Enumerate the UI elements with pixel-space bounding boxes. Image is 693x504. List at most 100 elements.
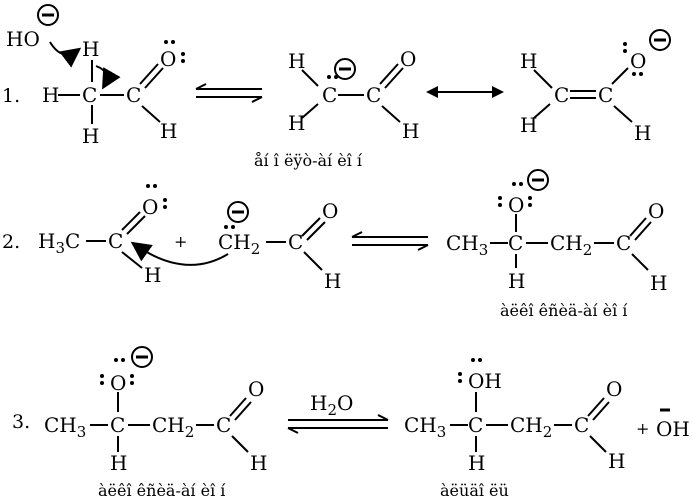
step3-c2: C — [216, 413, 231, 437]
lone-pair-dots — [623, 42, 643, 76]
step1-mid-h1: H — [288, 49, 305, 73]
step3-prod-h2: H — [608, 449, 625, 473]
step1-right-h1: H — [520, 49, 537, 73]
double-bond-line — [301, 217, 321, 237]
step1-right-oxygen: O — [630, 49, 646, 73]
step2-prod-c1: C — [508, 231, 523, 255]
step1-left-oxygen: O — [160, 47, 176, 71]
bond-line — [301, 103, 319, 119]
step3-ch2: CH2 — [152, 413, 194, 441]
double-bond-line — [139, 63, 159, 85]
step2-h2: H — [324, 269, 341, 293]
step1-left-top-hydrogen: H — [82, 37, 99, 61]
bond-line — [589, 435, 607, 453]
step1-left-h-bottom: H — [82, 124, 99, 148]
double-bond-line — [144, 67, 164, 89]
bond-line — [611, 67, 629, 85]
negative-charge-icon — [649, 29, 671, 51]
lone-pair-dots — [498, 182, 532, 207]
step1-mid-oxygen: O — [400, 47, 416, 71]
bond-line — [303, 251, 323, 271]
step3-prod-c2: C — [574, 413, 589, 437]
step3-oxygen-2: O — [248, 377, 264, 401]
double-bond-line — [629, 217, 647, 237]
double-bond-line — [587, 397, 605, 417]
step1-right-h2: H — [520, 113, 537, 137]
double-bond-line — [384, 67, 404, 89]
hydroxide-label: HO — [6, 27, 40, 51]
negative-charge-icon — [527, 169, 549, 191]
step2-oxygen-2: O — [322, 199, 338, 223]
step3-ch3: CH3 — [44, 413, 86, 441]
step3-prod-c1: C — [468, 413, 483, 437]
step1-mid-h3: H — [402, 119, 419, 143]
step3-prod-ch2: CH2 — [510, 413, 552, 441]
equilibrium-arrow-icon — [287, 414, 389, 434]
bond-line — [631, 253, 649, 271]
step3-prod-oxygen-2: O — [606, 377, 622, 401]
step2-ch2: CH2 — [218, 230, 260, 258]
double-bond-line — [634, 221, 652, 241]
step3-prod-h: H — [468, 451, 485, 475]
step2-prod-h2: H — [650, 271, 667, 295]
double-bond-line — [379, 63, 399, 85]
step2-prod-oxygen-2: O — [648, 199, 664, 223]
double-bond-line — [126, 215, 146, 235]
step3-product-caption: àëüäî ëü — [440, 481, 509, 500]
curved-arrow-icon — [49, 41, 82, 68]
double-bond-line — [229, 397, 247, 417]
step1-caption: åí î ëÿò-àí èî í — [254, 151, 363, 170]
negative-charge-icon — [131, 346, 153, 368]
bond-line — [613, 105, 633, 123]
step3-plus: + — [636, 419, 649, 438]
step3-prod-ch3: CH3 — [404, 413, 446, 441]
negative-charge-icon — [224, 201, 249, 229]
step1-mid-c1: C — [322, 83, 337, 107]
bond-line — [231, 435, 249, 453]
step2-oxygen: O — [142, 195, 158, 219]
lone-pair-dots — [458, 358, 482, 383]
step2-caption: àëêî êñèä-àí èî í — [500, 301, 628, 320]
step2-prod-ch3: CH3 — [446, 231, 488, 259]
double-bond-line — [234, 401, 252, 421]
water-reagent-label: H2O — [310, 391, 353, 419]
step-3-number: 3. — [12, 411, 30, 433]
step3-c1: C — [110, 413, 125, 437]
step2-c2: C — [288, 230, 303, 254]
step2-plus: + — [174, 232, 187, 251]
equilibrium-arrow-icon — [195, 83, 263, 103]
step2-prod-ch2: CH2 — [550, 231, 592, 259]
hydroxide-byproduct: OH — [656, 417, 690, 441]
step3-prod-oh: OH — [468, 369, 502, 393]
curved-arrow-icon — [95, 65, 121, 90]
step2-prod-h: H — [508, 269, 525, 293]
double-bond-line — [306, 221, 326, 241]
negative-charge-icon — [327, 58, 356, 80]
step1-left-c2: C — [126, 83, 141, 107]
bond-line — [301, 69, 319, 87]
step-1-number: 1. — [2, 85, 20, 107]
step1-left-h: H — [42, 83, 59, 107]
step1-mid-h2: H — [288, 111, 305, 135]
negative-charge-icon — [37, 4, 59, 26]
bond-line — [533, 69, 553, 89]
step1-right-c1: C — [554, 83, 569, 107]
step1-right-c2: C — [598, 83, 613, 107]
bond-line — [381, 105, 401, 123]
step2-c1: C — [108, 229, 123, 253]
lone-pair-dots — [146, 184, 167, 209]
step2-prod-c2: C — [616, 231, 631, 255]
double-bond-line — [592, 401, 610, 421]
step3-reactant-caption: àëêî êñèä-àí èî í — [98, 481, 226, 500]
double-bond-line — [121, 211, 141, 231]
bond-line — [141, 105, 161, 123]
step3-h2: H — [250, 451, 267, 475]
bond-line — [533, 103, 551, 119]
step1-mid-c2: C — [366, 83, 381, 107]
step1-left-h2: H — [160, 119, 177, 143]
step3-h: H — [110, 451, 127, 475]
step2-prod-oxygen: O — [508, 193, 524, 217]
bond-line — [121, 251, 143, 269]
curved-arrow-icon — [130, 241, 229, 266]
